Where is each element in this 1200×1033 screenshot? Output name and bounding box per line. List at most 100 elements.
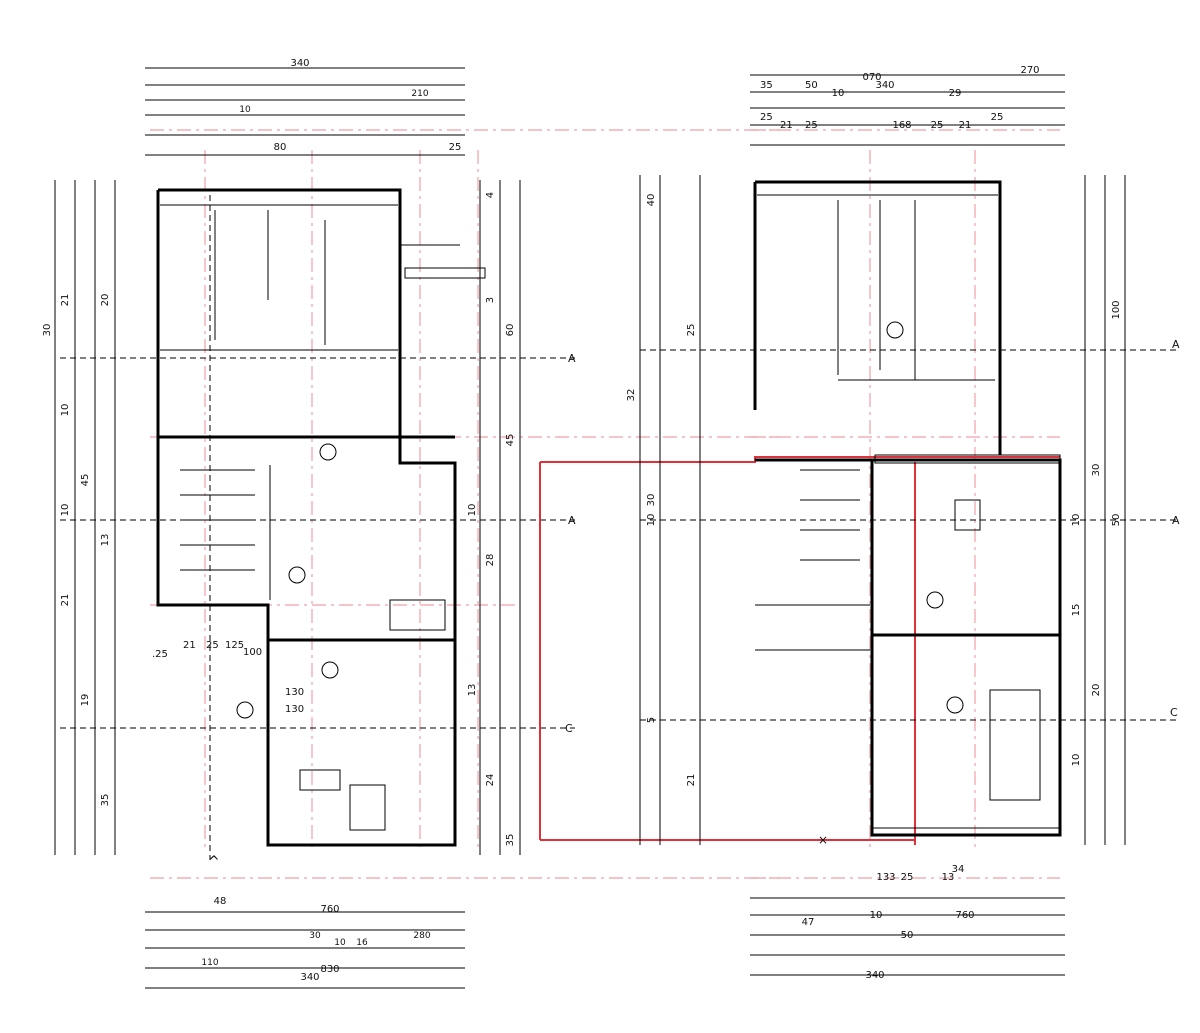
right-bottom-dim-3: 760 [955, 910, 974, 921]
left-right-dim-4: 3 [485, 297, 496, 303]
left-section-label-c: C [565, 722, 573, 735]
right-top-dim-7: 29 [949, 88, 962, 99]
right-left-dim-5: 5 [646, 717, 657, 723]
right-dimension-labels: 35 50 070 340 270 10 29 25 21 25 168 25 … [626, 65, 1180, 981]
left-right-dim-5: 45 [505, 434, 516, 447]
left-side-dim-7: 20 [100, 294, 111, 307]
right-left-dim-4: 10 [646, 514, 657, 527]
right-right-dim-3: 10 [1071, 514, 1082, 527]
left-row-dim-2: 21 [183, 640, 196, 651]
right-dimension-lines [639, 74, 1126, 976]
right-top-dim-8: 25 [760, 112, 773, 123]
right-floor-plan: 35 50 070 340 270 10 29 25 21 25 168 25 … [539, 65, 1180, 981]
left-row-dim-5: 100 [243, 647, 262, 658]
right-top-dim-6: 10 [832, 88, 845, 99]
left-side-dim-4: 45 [80, 474, 91, 487]
right-bottom-dim-6: 25 [901, 872, 914, 883]
right-section-label-a1: A [1172, 338, 1180, 351]
north-arrow-icon: ^ [208, 854, 220, 870]
left-top-dim-1: 340 [290, 58, 309, 69]
right-top-dim-11: 168 [892, 120, 911, 131]
left-dimension-lines [54, 67, 521, 989]
left-right-dim-1: 10 [467, 504, 478, 517]
left-bottom-dim-1: 48 [214, 896, 227, 907]
left-side-dim-10: 35 [100, 794, 111, 807]
left-dimension-labels: 340 80 10 210 25 48 760 30 10 16 280 110… [42, 58, 576, 983]
right-walls [753, 180, 1062, 837]
left-right-dim-7: 13 [467, 684, 478, 697]
right-left-dim-2: 40 [646, 194, 657, 207]
left-walls [156, 188, 486, 847]
left-right-dim-9: 35 [505, 834, 516, 847]
left-bottom-dim-7: 110 [201, 958, 218, 968]
right-section-label-c: C [1170, 706, 1178, 719]
left-top-dim-5: 25 [449, 142, 462, 153]
column-marker-icon: × [818, 833, 828, 847]
right-top-dim-4: 340 [875, 80, 894, 91]
right-bottom-dim-8: 34 [952, 864, 965, 875]
left-right-dim-3: 60 [505, 324, 516, 337]
right-section-label-a2: A [1172, 514, 1180, 527]
right-left-dim-6: 25 [686, 324, 697, 337]
right-top-dim-3: 070 [862, 72, 881, 83]
left-section-label-a1: A [568, 352, 576, 365]
left-bottom-dim-4: 10 [334, 938, 346, 948]
right-interior [800, 200, 1041, 801]
right-top-dim-13: 21 [959, 120, 972, 131]
left-right-dim-8: 24 [485, 774, 496, 787]
left-row-dim-1: .25 [152, 649, 168, 660]
right-bottom-dim-7: 13 [942, 872, 955, 883]
right-right-dim-5: 15 [1071, 604, 1082, 617]
left-top-dim-4: 210 [411, 89, 428, 99]
right-right-dim-4: 50 [1111, 514, 1122, 527]
right-top-dim-9: 21 [780, 120, 793, 131]
right-red-axis-grid [750, 129, 1060, 879]
right-top-dim-2: 50 [805, 80, 818, 91]
left-side-dim-2: 30 [42, 324, 53, 337]
left-bottom-dim-9: 830 [320, 964, 339, 975]
left-row-dim-6: 130 [285, 687, 304, 698]
right-section-lines [640, 349, 1180, 721]
left-bottom-dim-8: 340 [300, 972, 319, 983]
red-overlay-outline [539, 456, 1060, 841]
left-row-dim-4: 125 [225, 640, 244, 651]
left-bottom-dim-2: 760 [320, 904, 339, 915]
left-side-dim-8: 10 [60, 504, 71, 517]
right-left-dim-7: 21 [686, 774, 697, 787]
right-top-dim-5: 270 [1020, 65, 1039, 76]
right-right-dim-1: 100 [1111, 300, 1122, 319]
left-floor-plan: 340 80 10 210 25 48 760 30 10 16 280 110… [42, 58, 780, 989]
right-left-dim-3: 30 [646, 494, 657, 507]
right-bottom-dim-2: 10 [870, 910, 883, 921]
right-bottom-dim-1: 47 [802, 917, 815, 928]
left-side-dim-3: 10 [60, 404, 71, 417]
left-side-dim-6: 21 [60, 594, 71, 607]
left-red-axis-grid [150, 129, 780, 879]
left-section-lines [60, 195, 575, 860]
right-top-dim-10: 25 [805, 120, 818, 131]
right-right-dim-6: 20 [1091, 684, 1102, 697]
right-bottom-dim-9: 340 [865, 970, 884, 981]
right-top-dim-14: 25 [991, 112, 1004, 123]
left-row-dim-3: 25 [206, 640, 219, 651]
left-side-dim-5: 13 [100, 534, 111, 547]
left-bottom-dim-6: 280 [413, 931, 430, 941]
right-bottom-dim-4: 50 [901, 930, 914, 941]
left-top-dim-3: 10 [239, 105, 251, 115]
right-right-dim-7: 10 [1071, 754, 1082, 767]
left-bottom-dim-3: 30 [309, 931, 321, 941]
left-section-label-a2: A [568, 514, 576, 527]
left-side-dim-9: 19 [80, 694, 91, 707]
right-top-dim-12: 25 [931, 120, 944, 131]
left-bottom-dim-5: 16 [356, 938, 368, 948]
right-top-dim-1: 35 [760, 80, 773, 91]
left-side-dim-1: 21 [60, 294, 71, 307]
left-interior [180, 210, 446, 831]
left-right-dim-6: 28 [485, 554, 496, 567]
right-right-dim-2: 30 [1091, 464, 1102, 477]
right-bottom-dim-5: 133 [876, 872, 895, 883]
left-top-dim-2: 80 [274, 142, 287, 153]
right-left-dim-1: 32 [626, 389, 637, 402]
left-right-dim-2: 4 [485, 192, 496, 198]
